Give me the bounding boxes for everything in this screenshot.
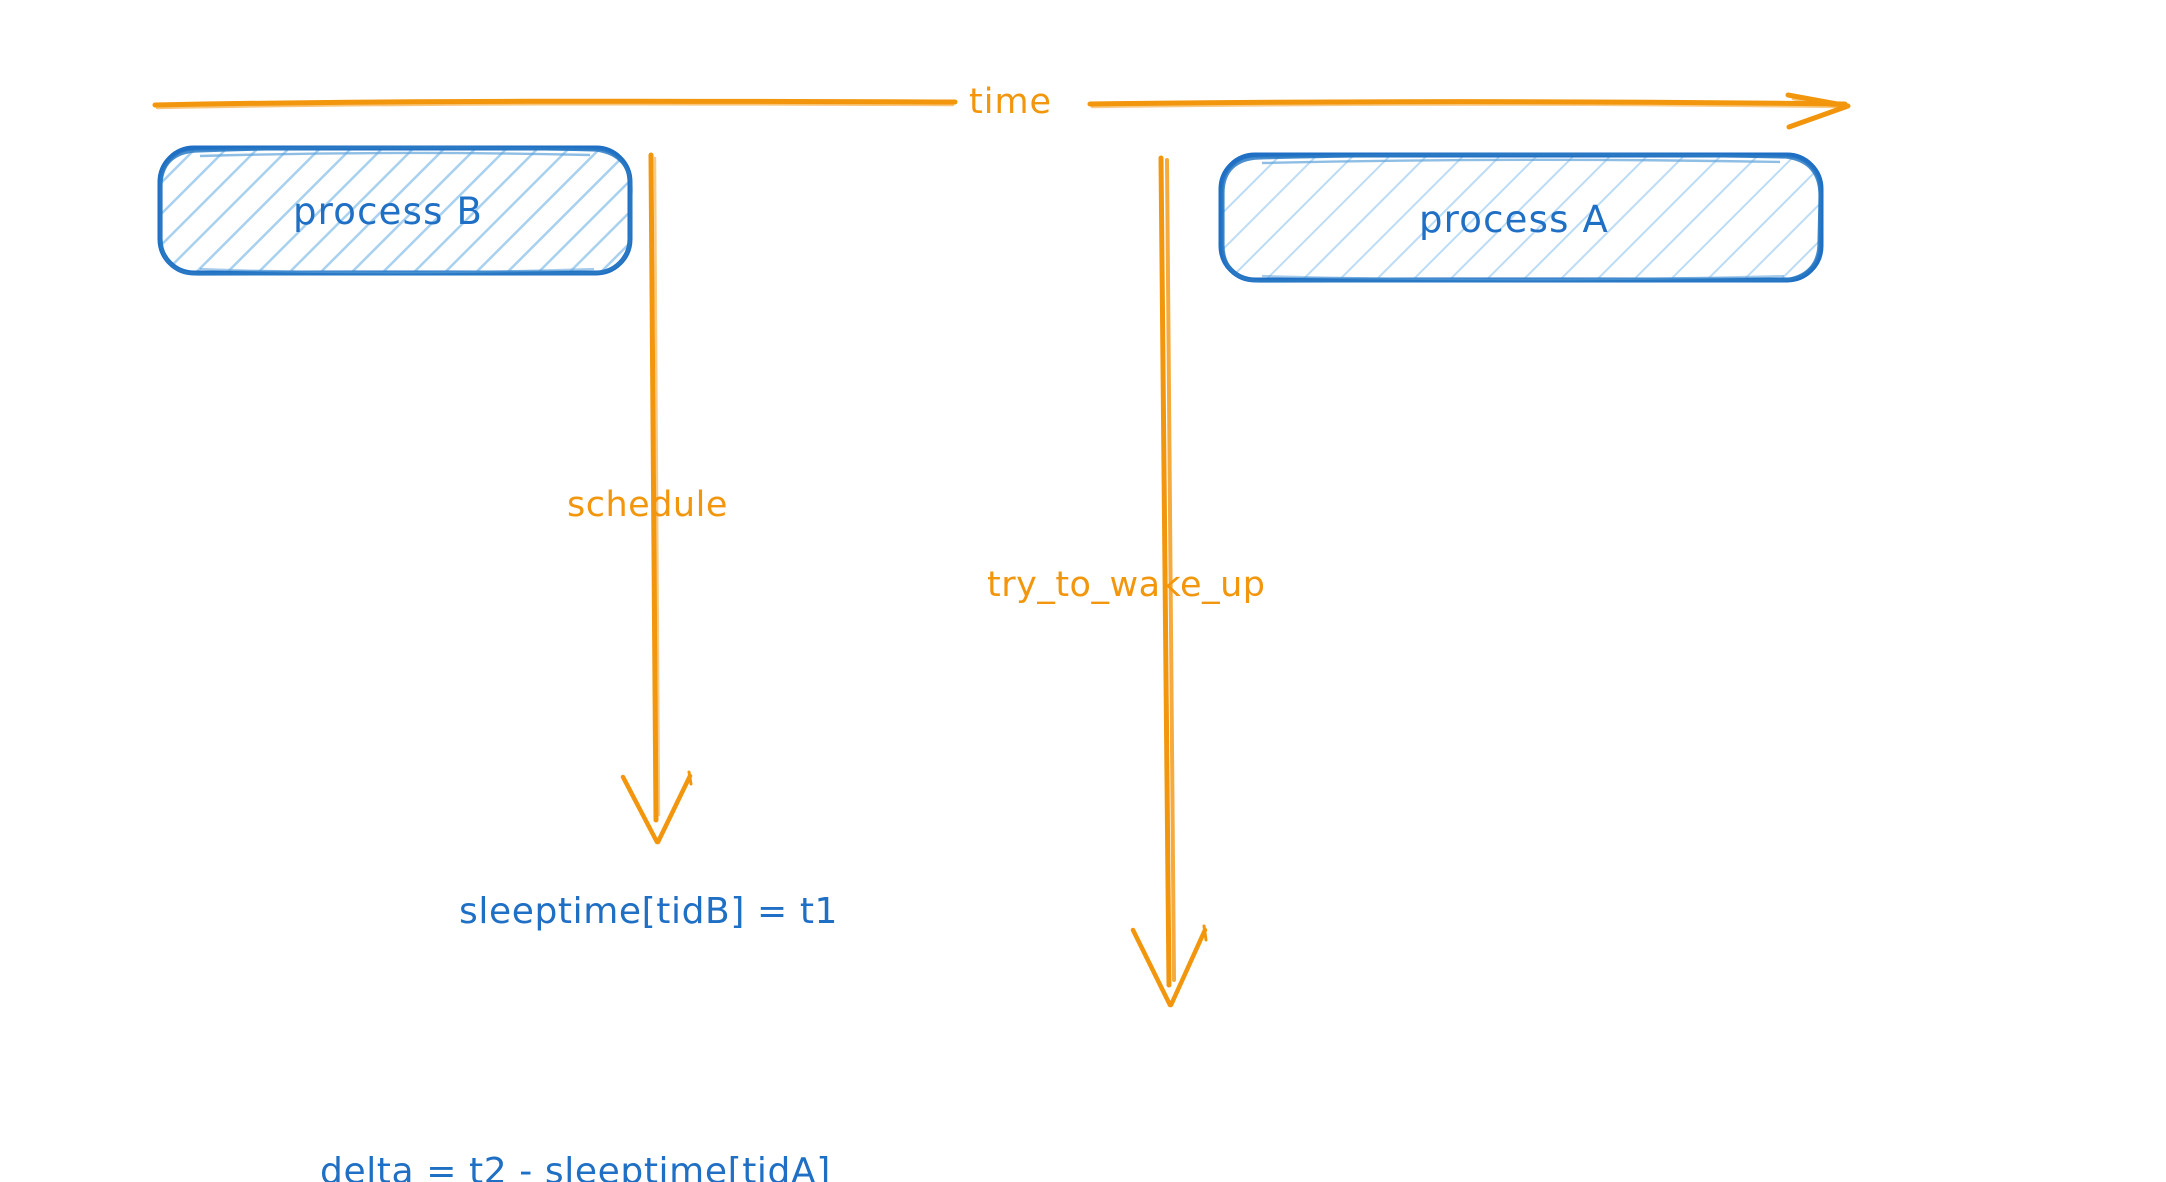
- schedule-arrow: [620, 152, 693, 845]
- time-axis-arrow: [152, 92, 1851, 130]
- try-to-wake-up-arrow: [1130, 155, 1208, 1008]
- process-b-box: [157, 145, 633, 276]
- process-a-box: [1218, 152, 1824, 283]
- code-line-delta: delta = t2 - sleeptime[tidA]: [320, 1150, 831, 1182]
- totaltime-code-block: delta = t2 - sleeptime[tidA] totaltime[p…: [320, 1055, 1879, 1182]
